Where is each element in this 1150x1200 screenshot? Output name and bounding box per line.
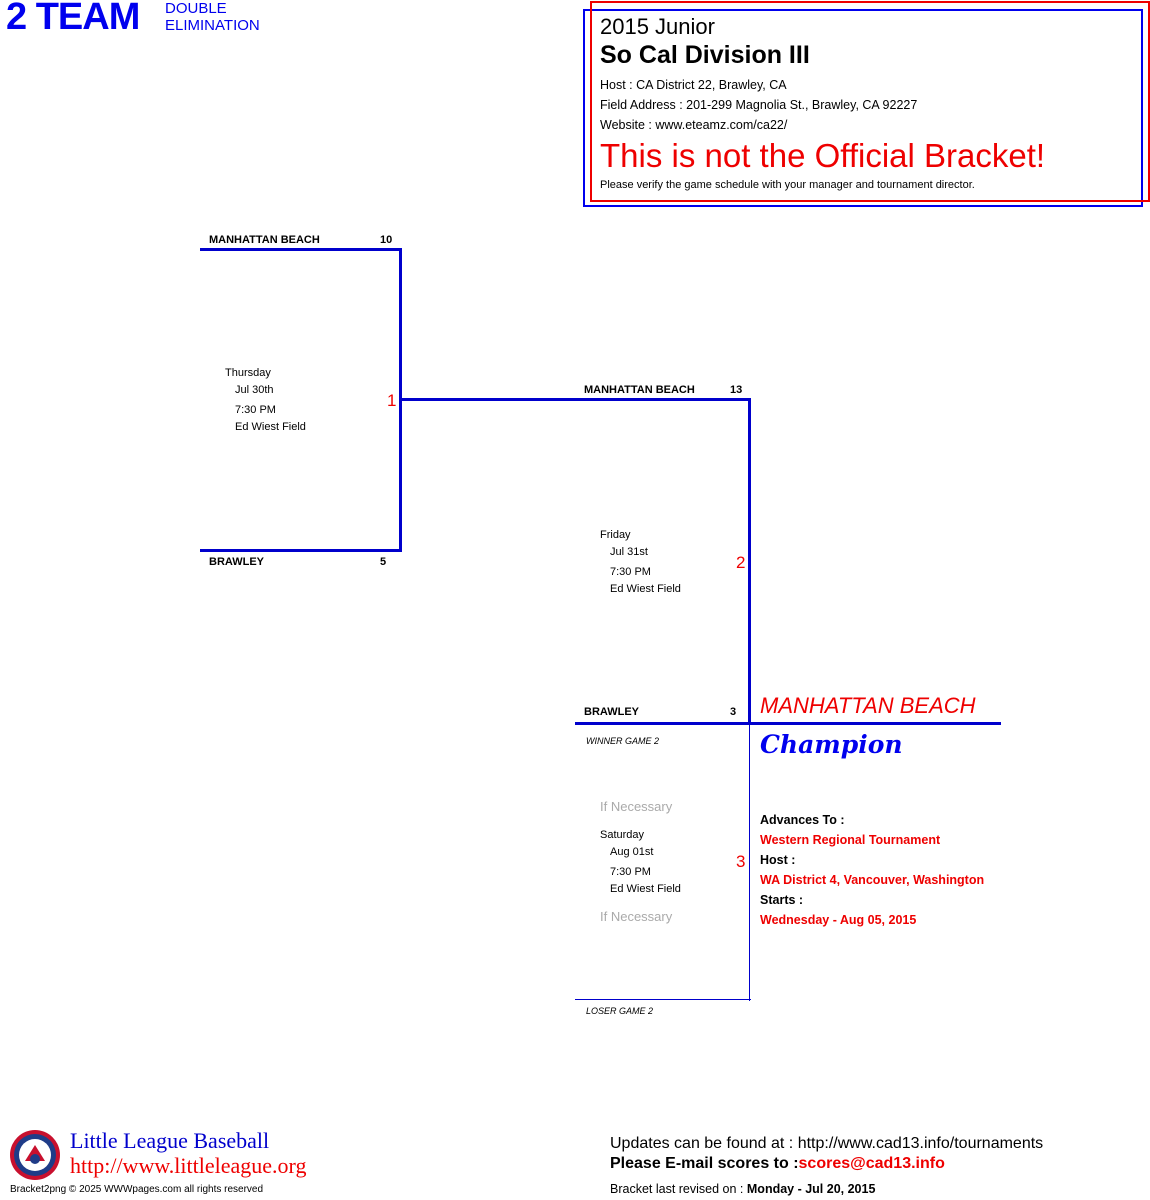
unofficial-warning: This is not the Official Bracket!: [600, 137, 1046, 174]
email-prefix: Please E-mail scores to :: [610, 1155, 799, 1172]
info-year-level: 2015 Junior: [600, 14, 715, 39]
email-link[interactable]: scores@cad13.info: [798, 1155, 945, 1172]
game3-date: Aug 01st: [610, 846, 654, 858]
team-count-title: 2 TEAM: [6, 0, 140, 38]
game2-time: 7:30 PM: [610, 566, 651, 578]
email-line: Please E-mail scores to :scores@cad13.in…: [610, 1155, 945, 1173]
info-field-address: Field Address : 201-299 Magnolia St., Br…: [600, 98, 918, 112]
game3-day: Saturday: [600, 829, 645, 841]
game1-top-score: 10: [380, 234, 393, 246]
revised-date: Monday - Jul 20, 2015: [746, 1182, 876, 1196]
revised-label: Bracket last revised on :: [610, 1182, 744, 1196]
game2-field: Ed Wiest Field: [610, 583, 681, 595]
org-url[interactable]: http://www.littleleague.org: [70, 1153, 307, 1178]
advances-host-value: WA District 4, Vancouver, Washington: [760, 873, 985, 887]
format-label-line2: ELIMINATION: [165, 17, 260, 34]
advances-starts-label: Starts :: [760, 893, 804, 907]
revised-line: Bracket last revised on : Monday - Jul 2…: [610, 1182, 875, 1196]
game2-date: Jul 31st: [610, 546, 648, 558]
game2-vertical-line: [748, 398, 751, 725]
game2-top-team: MANHATTAN BEACH: [584, 384, 695, 396]
champion-line: [575, 722, 1001, 725]
game3-vertical-line: [749, 725, 750, 1001]
game3-top-note: WINNER GAME 2: [586, 736, 660, 746]
info-host: Host : CA District 22, Brawley, CA: [600, 78, 787, 92]
game3-if-necessary-bottom: If Necessary: [600, 909, 673, 924]
game2-bottom-score: 3: [730, 706, 737, 718]
game1-top-line: [200, 248, 402, 251]
advances-starts-value: Wednesday - Aug 05, 2015: [760, 913, 917, 927]
updates-text: Updates can be found at : http://www.cad…: [610, 1135, 1044, 1152]
game1-field: Ed Wiest Field: [235, 421, 306, 433]
game2-bottom-team: BRAWLEY: [584, 706, 639, 718]
game3-bottom-line: [575, 999, 751, 1000]
game1-number: 1: [387, 391, 397, 410]
game3-number: 3: [736, 852, 746, 871]
champion-team: MANHATTAN BEACH: [760, 693, 976, 718]
game3-bottom-note: LOSER GAME 2: [586, 1006, 654, 1016]
game1-time: 7:30 PM: [235, 404, 276, 416]
info-box-inner-border: [590, 1, 1150, 202]
advances-label: Advances To :: [760, 813, 845, 827]
game1-day: Thursday: [225, 367, 271, 379]
game1-bottom-line: [200, 549, 402, 552]
game3-time: 7:30 PM: [610, 866, 651, 878]
advances-value: Western Regional Tournament: [760, 833, 941, 847]
org-name: Little League Baseball: [70, 1128, 270, 1153]
game1-date: Jul 30th: [235, 384, 274, 396]
champion-label: Champion: [760, 730, 903, 759]
game1-bottom-score: 5: [380, 556, 387, 568]
info-division: So Cal Division III: [600, 41, 810, 69]
game2-top-score: 13: [730, 384, 743, 396]
advances-host-label: Host :: [760, 853, 796, 867]
game1-winner-connector: [399, 398, 751, 401]
copyright-text: Bracket2png © 2025 WWWpages.com all righ…: [10, 1184, 264, 1195]
info-website: Website : www.eteamz.com/ca22/: [600, 118, 788, 132]
info-box-outer-border: [583, 9, 1143, 207]
game3-field: Ed Wiest Field: [610, 883, 681, 895]
game3-if-necessary-top: If Necessary: [600, 799, 673, 814]
game2-number: 2: [736, 553, 746, 572]
format-label-line1: DOUBLE: [165, 0, 227, 17]
game1-top-team: MANHATTAN BEACH: [209, 234, 320, 246]
verify-notice: Please verify the game schedule with you…: [600, 179, 975, 191]
little-league-logo-icon: [8, 1128, 62, 1182]
game1-bottom-team: BRAWLEY: [209, 556, 264, 568]
game2-day: Friday: [600, 529, 631, 541]
